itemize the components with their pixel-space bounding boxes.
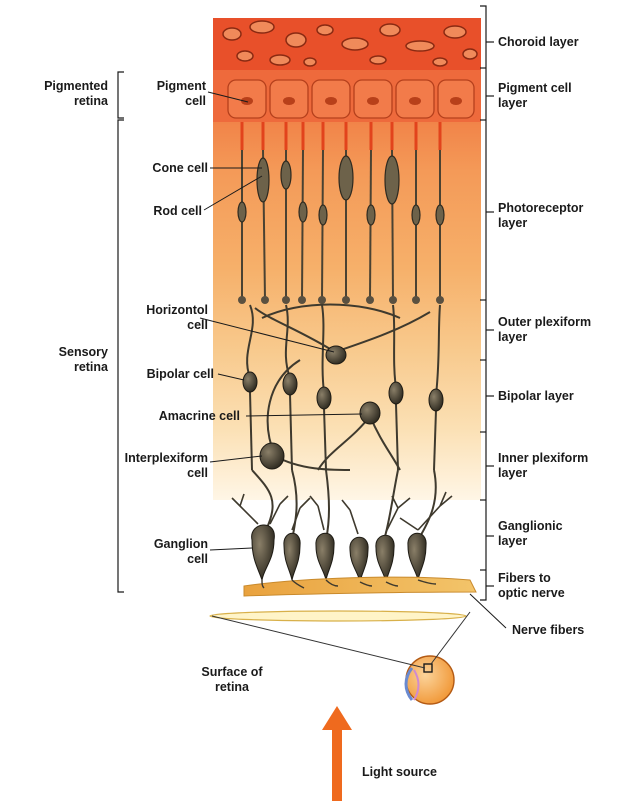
interplexiform-cell-label-line: cell xyxy=(187,466,208,480)
light-source-label-line: Light source xyxy=(362,765,437,779)
light-arrow xyxy=(322,706,352,801)
ganglion-cell-label-line: Ganglion xyxy=(154,537,208,551)
ganglion-cell-body xyxy=(252,525,275,580)
nerve-fibers-label-line: Nerve fibers xyxy=(512,623,584,637)
horizontal-cell-label-line: Horizontol xyxy=(146,303,208,317)
amacrine-cell-label: Amacrine cell xyxy=(159,409,240,423)
pigment-cell-layer-label-line: Pigment cell xyxy=(498,81,572,95)
fibers-to-optic-nerve-label-line: Fibers to xyxy=(498,571,551,585)
sensory-retina-bracket xyxy=(118,120,124,592)
ganglionic-layer-label-line: Ganglionic xyxy=(498,519,563,533)
left-brackets xyxy=(118,72,124,592)
amacrine-cell-body xyxy=(360,402,380,424)
interplexiform-cell-label-line: Interplexiform xyxy=(125,451,208,465)
bipolar-cell-body xyxy=(243,372,257,392)
bipolar-cell-label-line: Bipolar cell xyxy=(147,367,214,381)
cone-cell-label: Cone cell xyxy=(152,161,208,175)
inner-plexiform-layer-label-line: layer xyxy=(498,466,527,480)
amacrine-cell-label-line: Amacrine cell xyxy=(159,409,240,423)
choroid-layer-label: Choroid layer xyxy=(498,35,579,49)
right-bracket xyxy=(480,6,494,600)
surface-of-retina-label-line: Surface of xyxy=(201,665,263,679)
sensory-retina-label-line: Sensory xyxy=(59,345,108,359)
nerve-fiber-layer xyxy=(244,577,476,596)
interplexiform-cell-body xyxy=(260,443,284,469)
pigmented-retina-bracket xyxy=(118,72,124,118)
choroid-layer-label-line: Choroid layer xyxy=(498,35,579,49)
retina-surface xyxy=(210,611,466,621)
light-source-label: Light source xyxy=(362,765,437,779)
photoreceptor-layer-label-line: Photoreceptor xyxy=(498,201,584,215)
nerve-fibers-label: Nerve fibers xyxy=(512,623,584,637)
horizontal-cell-label-line: cell xyxy=(187,318,208,332)
photoreceptor-layer-label-line: layer xyxy=(498,216,527,230)
inner-plexiform-layer-label-line: Inner plexiform xyxy=(498,451,588,465)
rod-cell-label-line: Rod cell xyxy=(153,204,202,218)
horizontal-cell-body xyxy=(326,346,346,364)
ganglion-cells xyxy=(252,525,426,582)
surface-of-retina-label-line: retina xyxy=(215,680,250,694)
pigmented-retina-label-line: retina xyxy=(74,94,109,108)
pigment-cell-label-line: cell xyxy=(185,94,206,108)
ganglionic-layer-label-line: layer xyxy=(498,534,527,548)
ganglion-cell-label-line: cell xyxy=(187,552,208,566)
bipolar-cell-label: Bipolar cell xyxy=(147,367,214,381)
pigment-cell-label-line: Pigment xyxy=(157,79,207,93)
bipolar-layer-label: Bipolar layer xyxy=(498,389,574,403)
rod-cell-label: Rod cell xyxy=(153,204,202,218)
outer-plexiform-layer-label-line: layer xyxy=(498,330,527,344)
eye-illustration xyxy=(406,656,454,704)
fibers-to-optic-nerve-label-line: optic nerve xyxy=(498,586,565,600)
pigmented-retina-label-line: Pigmented xyxy=(44,79,108,93)
outer-plexiform-layer-label-line: Outer plexiform xyxy=(498,315,591,329)
pigment-cell-layer-label-line: layer xyxy=(498,96,527,110)
sensory-retina-label-line: retina xyxy=(74,360,109,374)
bipolar-layer-label-line: Bipolar layer xyxy=(498,389,574,403)
cone-cell-label-line: Cone cell xyxy=(152,161,208,175)
